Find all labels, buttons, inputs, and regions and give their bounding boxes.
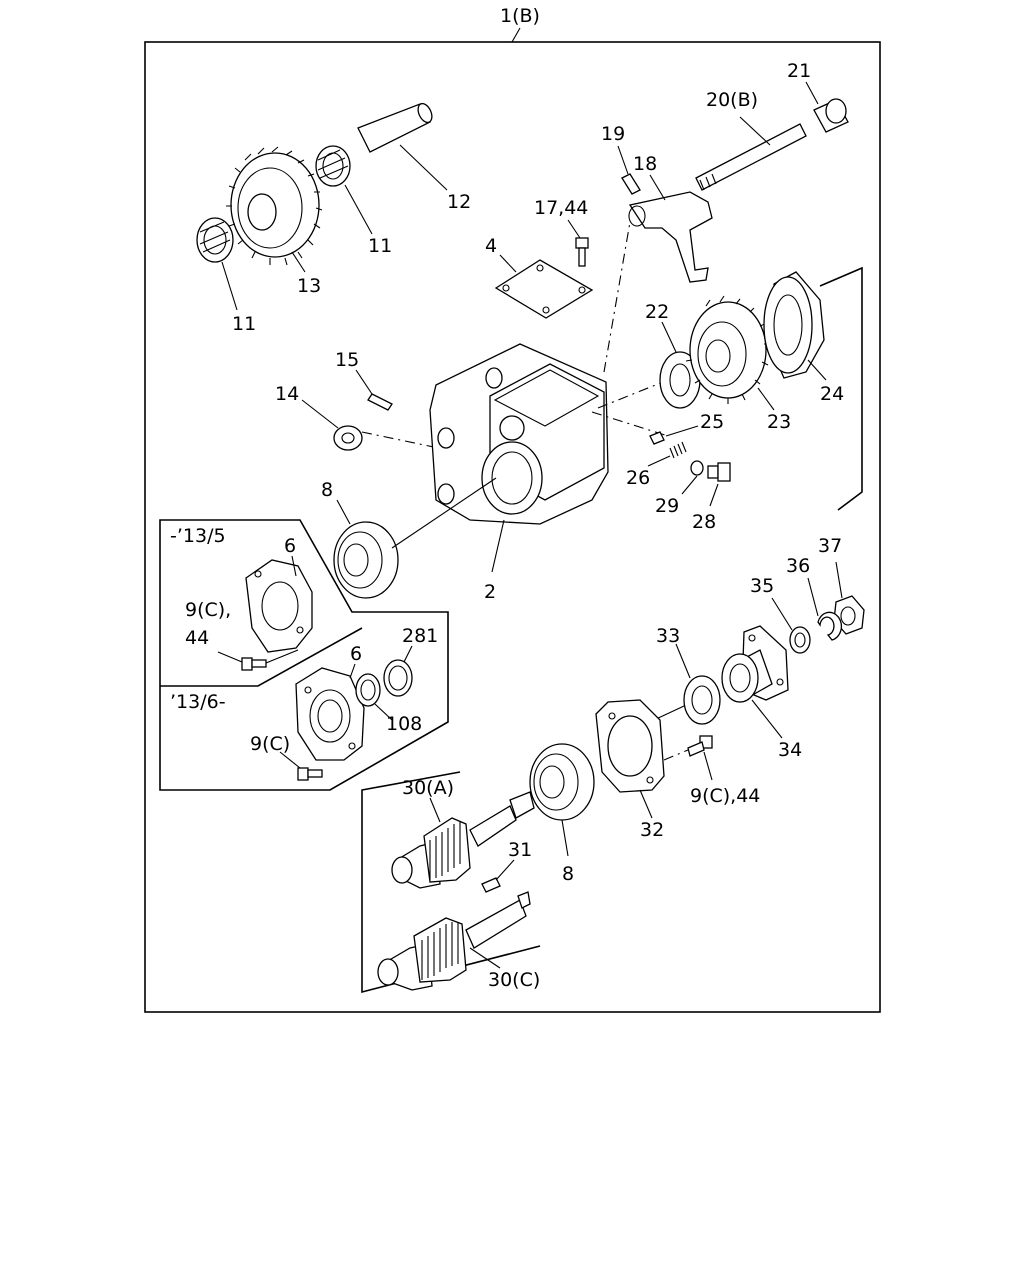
label-37: 37 xyxy=(818,535,842,557)
part-4-cover-plate xyxy=(494,259,594,319)
gear-bracket xyxy=(819,266,863,511)
label-19: 19 xyxy=(601,123,625,145)
part-15-pin xyxy=(367,393,393,411)
part-30c-output-shaft xyxy=(377,891,531,991)
label-281: 281 xyxy=(402,625,438,647)
label-2: 2 xyxy=(484,581,496,603)
label-31: 31 xyxy=(508,839,532,861)
label-12: 12 xyxy=(447,191,471,213)
label-26: 26 xyxy=(626,467,650,489)
part-19-roll-pin xyxy=(621,173,641,195)
label-9c-44-old: 9(C), xyxy=(185,599,231,621)
label-8-upper: 8 xyxy=(321,479,333,501)
variant-box xyxy=(159,519,449,791)
label-22: 22 xyxy=(645,301,669,323)
part-21-bushing xyxy=(813,98,849,133)
part-9c-bolt-rear xyxy=(687,735,713,757)
part-11-needle-bearing-lower xyxy=(196,217,234,263)
label-28: 28 xyxy=(692,511,716,533)
variant-divider xyxy=(160,627,363,687)
part-18-shift-fork xyxy=(628,191,713,283)
part-9c-bolt-old xyxy=(241,657,267,671)
part-35-washer xyxy=(789,626,811,654)
label-14: 14 xyxy=(275,383,299,405)
part-20-shift-rod xyxy=(695,123,807,191)
part-25-detent-ball xyxy=(649,431,665,445)
label-17-44: 17,44 xyxy=(534,197,588,219)
label-8-lower: 8 xyxy=(562,863,574,885)
part-33-oil-seal xyxy=(683,675,721,725)
variant-new-label: ’13/6- xyxy=(170,691,226,713)
part-17-bolt xyxy=(575,237,589,267)
part-36-lock-washer xyxy=(817,611,843,641)
part-34-companion-flange xyxy=(721,625,789,703)
label-20b: 20(B) xyxy=(706,89,758,111)
part-281-seal xyxy=(383,659,413,697)
label-9c-new: 9(C) xyxy=(250,733,290,755)
part-12-pin xyxy=(357,102,433,153)
label-35: 35 xyxy=(750,575,774,597)
label-6-old: 6 xyxy=(284,535,296,557)
label-11-lower: 11 xyxy=(232,313,256,335)
label-9c-44-rear: 9(C),44 xyxy=(690,785,760,807)
label-15: 15 xyxy=(335,349,359,371)
label-21: 21 xyxy=(787,60,811,82)
part-108-snap-ring xyxy=(355,673,381,707)
label-30a: 30(A) xyxy=(402,777,454,799)
variant-old-label: -’13/5 xyxy=(170,525,226,547)
part-30a-output-shaft xyxy=(391,791,535,889)
assembly-frame-leader xyxy=(511,27,521,43)
part-32-rear-cover xyxy=(595,699,665,793)
label-23: 23 xyxy=(767,411,791,433)
part-24-sliding-sleeve xyxy=(763,271,825,379)
label-44-old: 44 xyxy=(185,627,209,649)
part-9c-bolt-new xyxy=(297,767,323,781)
part-13-gear xyxy=(226,146,323,266)
part-14-bearing xyxy=(333,425,363,451)
label-30c: 30(C) xyxy=(488,969,540,991)
part-26-spring xyxy=(669,441,687,459)
part-28-plug xyxy=(707,462,731,482)
label-32: 32 xyxy=(640,819,664,841)
part-11-needle-bearing-upper xyxy=(315,145,351,187)
part-31-key xyxy=(481,877,501,893)
label-18: 18 xyxy=(633,153,657,175)
label-25: 25 xyxy=(700,411,724,433)
label-36: 36 xyxy=(786,555,810,577)
part-6-cover-new xyxy=(295,667,365,761)
label-108: 108 xyxy=(386,713,422,735)
part-8-ball-bearing-lower xyxy=(529,743,595,821)
part-29-washer xyxy=(690,460,704,476)
label-34: 34 xyxy=(778,739,802,761)
label-11-upper: 11 xyxy=(368,235,392,257)
part-2-housing xyxy=(429,343,609,525)
part-8-ball-bearing-upper xyxy=(333,521,399,599)
label-24: 24 xyxy=(820,383,844,405)
label-6-new: 6 xyxy=(350,643,362,665)
assembly-label: 1(B) xyxy=(500,5,540,27)
label-4: 4 xyxy=(485,235,497,257)
label-29: 29 xyxy=(655,495,679,517)
part-23-gear xyxy=(685,295,770,404)
part-6-cover-old xyxy=(245,559,313,653)
label-33: 33 xyxy=(656,625,680,647)
label-13: 13 xyxy=(297,275,321,297)
